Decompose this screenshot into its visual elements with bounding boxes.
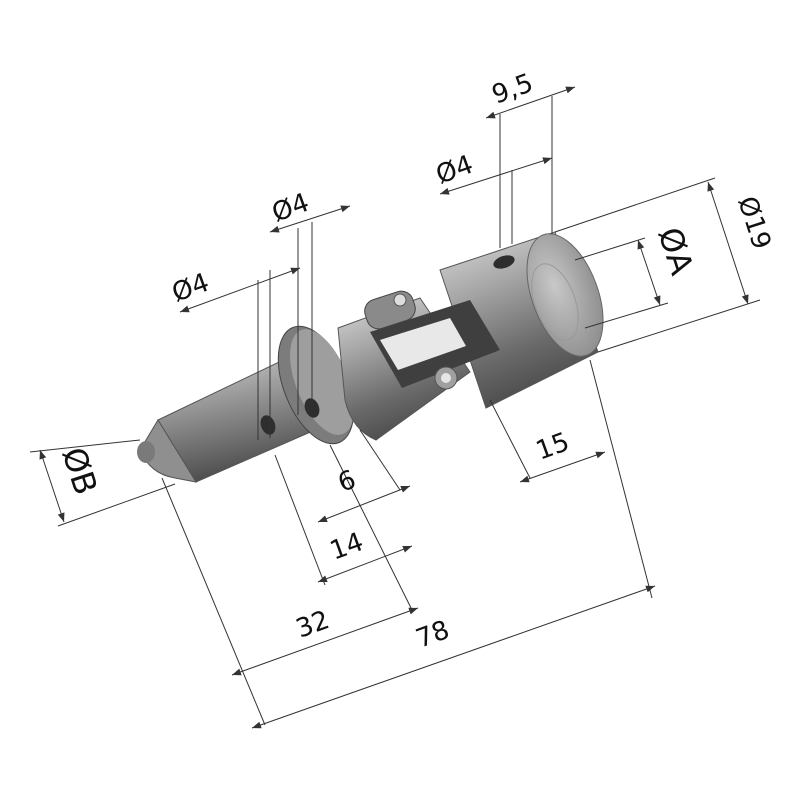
dimension-arrowhead xyxy=(637,240,645,250)
label-dia-bore-b: ØB xyxy=(54,443,105,500)
dimension-arrowhead xyxy=(290,267,300,275)
dimension-arrowhead xyxy=(232,668,242,676)
dimension-arrowhead xyxy=(440,187,450,195)
label-len-15: 15 xyxy=(532,427,573,467)
label-hole-offset: 9,5 xyxy=(488,68,537,110)
dimension-arrowhead xyxy=(180,305,190,313)
dimension-arrowhead xyxy=(565,86,575,94)
dimension-arrowhead xyxy=(653,295,661,305)
dimension-arrowhead xyxy=(520,475,530,483)
label-dia-hole-mid: Ø4 xyxy=(268,188,313,229)
dimension-arrowhead xyxy=(707,182,715,192)
label-len-78: 78 xyxy=(412,615,453,655)
dimension-arrowhead xyxy=(400,486,410,493)
label-dia-body: Ø19 xyxy=(731,193,776,253)
dimension-arrowhead xyxy=(39,450,47,460)
label-len-6: 6 xyxy=(334,465,360,499)
dimension-arrowhead xyxy=(645,585,655,593)
shaft-hole-left xyxy=(260,415,276,435)
body-hole xyxy=(493,255,515,269)
dimension-arrowhead xyxy=(408,607,418,615)
coupling-part xyxy=(137,231,604,483)
label-dia-bore-a: ØA xyxy=(650,223,701,280)
label-len-14: 14 xyxy=(326,527,367,567)
body-end-face xyxy=(526,233,604,357)
dimension-arrowhead xyxy=(252,721,262,729)
dimension-arrowhead xyxy=(340,205,350,213)
dimension-arrowhead xyxy=(318,515,328,522)
label-len-32: 32 xyxy=(292,605,333,645)
dimension-arrowhead xyxy=(402,545,412,553)
cross-pin-hole-top xyxy=(393,293,407,307)
dimension-arrowhead xyxy=(741,294,749,304)
shaft-tip-face xyxy=(137,441,155,463)
dimension-arrowhead xyxy=(486,111,496,119)
dimension-arrowhead xyxy=(318,575,328,583)
dimension-arrowhead xyxy=(542,157,552,165)
dimension-arrowhead xyxy=(595,451,605,459)
dimension-lines xyxy=(29,86,761,729)
dimension-arrowhead xyxy=(270,225,280,233)
dimension-arrowhead xyxy=(57,512,65,522)
